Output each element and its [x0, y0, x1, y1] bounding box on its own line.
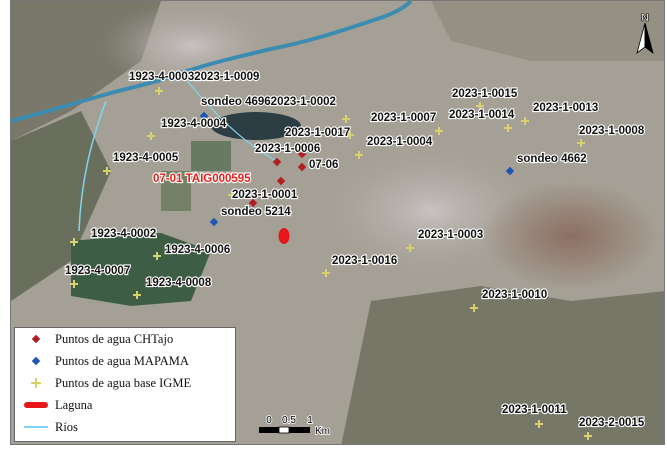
cross-yellow-icon: [31, 378, 41, 388]
igme-point-14[interactable]: [70, 238, 78, 246]
igme-point-16[interactable]: [70, 280, 78, 288]
chtajo-point-3[interactable]: [297, 162, 307, 172]
label-l26: 2023-2-0015: [579, 417, 645, 429]
igme-point-20[interactable]: [584, 432, 592, 440]
igme-point-21[interactable]: [228, 191, 236, 199]
chtajo-point-4[interactable]: [276, 176, 286, 186]
igme-points: [70, 87, 592, 440]
chtajo-point-1[interactable]: [272, 157, 282, 167]
label-l13: 07-06: [309, 159, 338, 171]
mapama-point-3[interactable]: [209, 217, 219, 227]
urban-north: [101, 1, 281, 91]
scale-unit: Km: [315, 426, 330, 437]
laguna-marker[interactable]: [278, 228, 290, 244]
river-west: [78, 100, 107, 232]
label-l9: 2023-1-0008: [579, 125, 645, 137]
scale-tick-0: 0: [266, 415, 272, 426]
rios-line-icon: [24, 426, 48, 428]
legend-label: Ríos: [55, 419, 78, 434]
scale-seg-1: [259, 427, 279, 433]
legend-item-igme: Puntos de agua base IGME: [21, 374, 191, 392]
label-l5: 2023-1-0007: [371, 112, 436, 124]
lake-dark: [211, 112, 301, 140]
chtajo-point-5[interactable]: [248, 198, 258, 208]
river-branch: [180, 72, 277, 162]
legend-label: Puntos de agua MAPAMA: [55, 353, 189, 368]
igme-point-1[interactable]: [155, 87, 163, 95]
igme-point-13[interactable]: [322, 269, 330, 277]
legend-label: Puntos de agua base IGME: [55, 375, 192, 390]
igme-point-6[interactable]: [355, 151, 363, 159]
label-l4: 2023-1-0015: [452, 88, 518, 100]
legend-item-chtajo: Puntos de agua CHTajo: [21, 330, 173, 348]
laguna-line-icon: [24, 402, 48, 408]
field-patch-1: [191, 141, 231, 171]
hills-southeast: [341, 286, 664, 444]
igme-point-10[interactable]: [521, 117, 529, 125]
scale-tick-05: 0.5: [282, 415, 296, 426]
igme-point-9[interactable]: [504, 124, 512, 132]
chtajo-points: [248, 149, 307, 208]
diamond-red-icon: [31, 334, 41, 344]
igme-point-19[interactable]: [535, 420, 543, 428]
label-l10: 2023-1-0004: [367, 136, 433, 148]
label-l6: 2023-1-0014: [449, 109, 515, 121]
diamond-blue-icon: [31, 356, 41, 366]
scale-seg-2: [278, 426, 290, 434]
north-label: N: [641, 12, 649, 24]
igme-point-15[interactable]: [153, 252, 161, 260]
label-l1: 1923-4-00032023-1-0009: [129, 71, 259, 83]
hills-north: [431, 1, 664, 61]
igme-point-18[interactable]: [470, 304, 478, 312]
fields-green: [71, 233, 211, 306]
label-l22: 1923-4-0007: [65, 265, 130, 277]
label-l11: 2023-1-0006: [255, 143, 320, 155]
chtajo-point-2[interactable]: [297, 149, 307, 159]
igme-point-7[interactable]: [435, 127, 443, 135]
label-l3: 1923-4-0004: [161, 118, 227, 130]
label-l14: sondeo 4662: [517, 153, 587, 165]
legend-item-mapama: Puntos de agua MAPAMA: [21, 352, 189, 370]
label-l18: 1923-4-0002: [91, 228, 156, 240]
igme-point-8[interactable]: [476, 102, 484, 110]
label-l23: 1923-4-0008: [146, 277, 212, 289]
legend-item-laguna: Laguna: [21, 396, 92, 414]
vegetation-west: [11, 111, 111, 301]
igme-point-12[interactable]: [406, 244, 414, 252]
label-l25: 2023-1-0011: [502, 404, 567, 416]
igme-point-3[interactable]: [103, 167, 111, 175]
label-l8: 2023-1-0017: [285, 127, 350, 139]
igme-point-17[interactable]: [133, 291, 141, 299]
north-arrow-icon: N: [636, 12, 654, 55]
label-l12: 1923-4-0005: [113, 152, 179, 164]
scale-tick-1: 1: [307, 415, 313, 426]
label-l19: 2023-1-0003: [418, 229, 483, 241]
map-legend: Puntos de agua CHTajo Puntos de agua MAP…: [14, 327, 236, 442]
legend-label: Laguna: [55, 397, 93, 412]
scale-bar: 0 0.5 1 Km: [259, 414, 331, 438]
igme-point-4[interactable]: [342, 115, 350, 123]
field-patch-2: [161, 171, 191, 211]
river-main: [11, 1, 413, 123]
label-l17: sondeo 5214: [221, 206, 291, 218]
town-east: [481, 181, 661, 291]
label-l20: 1923-4-0006: [165, 244, 230, 256]
igme-point-2[interactable]: [147, 132, 155, 140]
scale-seg-3: [289, 427, 310, 433]
label-l2: sondeo 46962023-1-0002: [201, 96, 336, 108]
label-l21: 2023-1-0016: [332, 255, 397, 267]
label-l24: 2023-1-0010: [482, 289, 547, 301]
legend-item-rios: Ríos: [21, 418, 78, 436]
label-l16: 2023-1-0001: [232, 189, 298, 201]
legend-label: Puntos de agua CHTajo: [55, 331, 174, 346]
point-labels: 1923-4-00032023-1-0009 sondeo 46962023-1…: [64, 70, 646, 430]
igme-point-5[interactable]: [346, 131, 354, 139]
igme-point-11[interactable]: [577, 139, 585, 147]
label-l7: 2023-1-0013: [533, 102, 598, 114]
label-l15: 07-01 TAIG000595: [153, 173, 251, 185]
mapama-point-1[interactable]: [199, 111, 209, 121]
